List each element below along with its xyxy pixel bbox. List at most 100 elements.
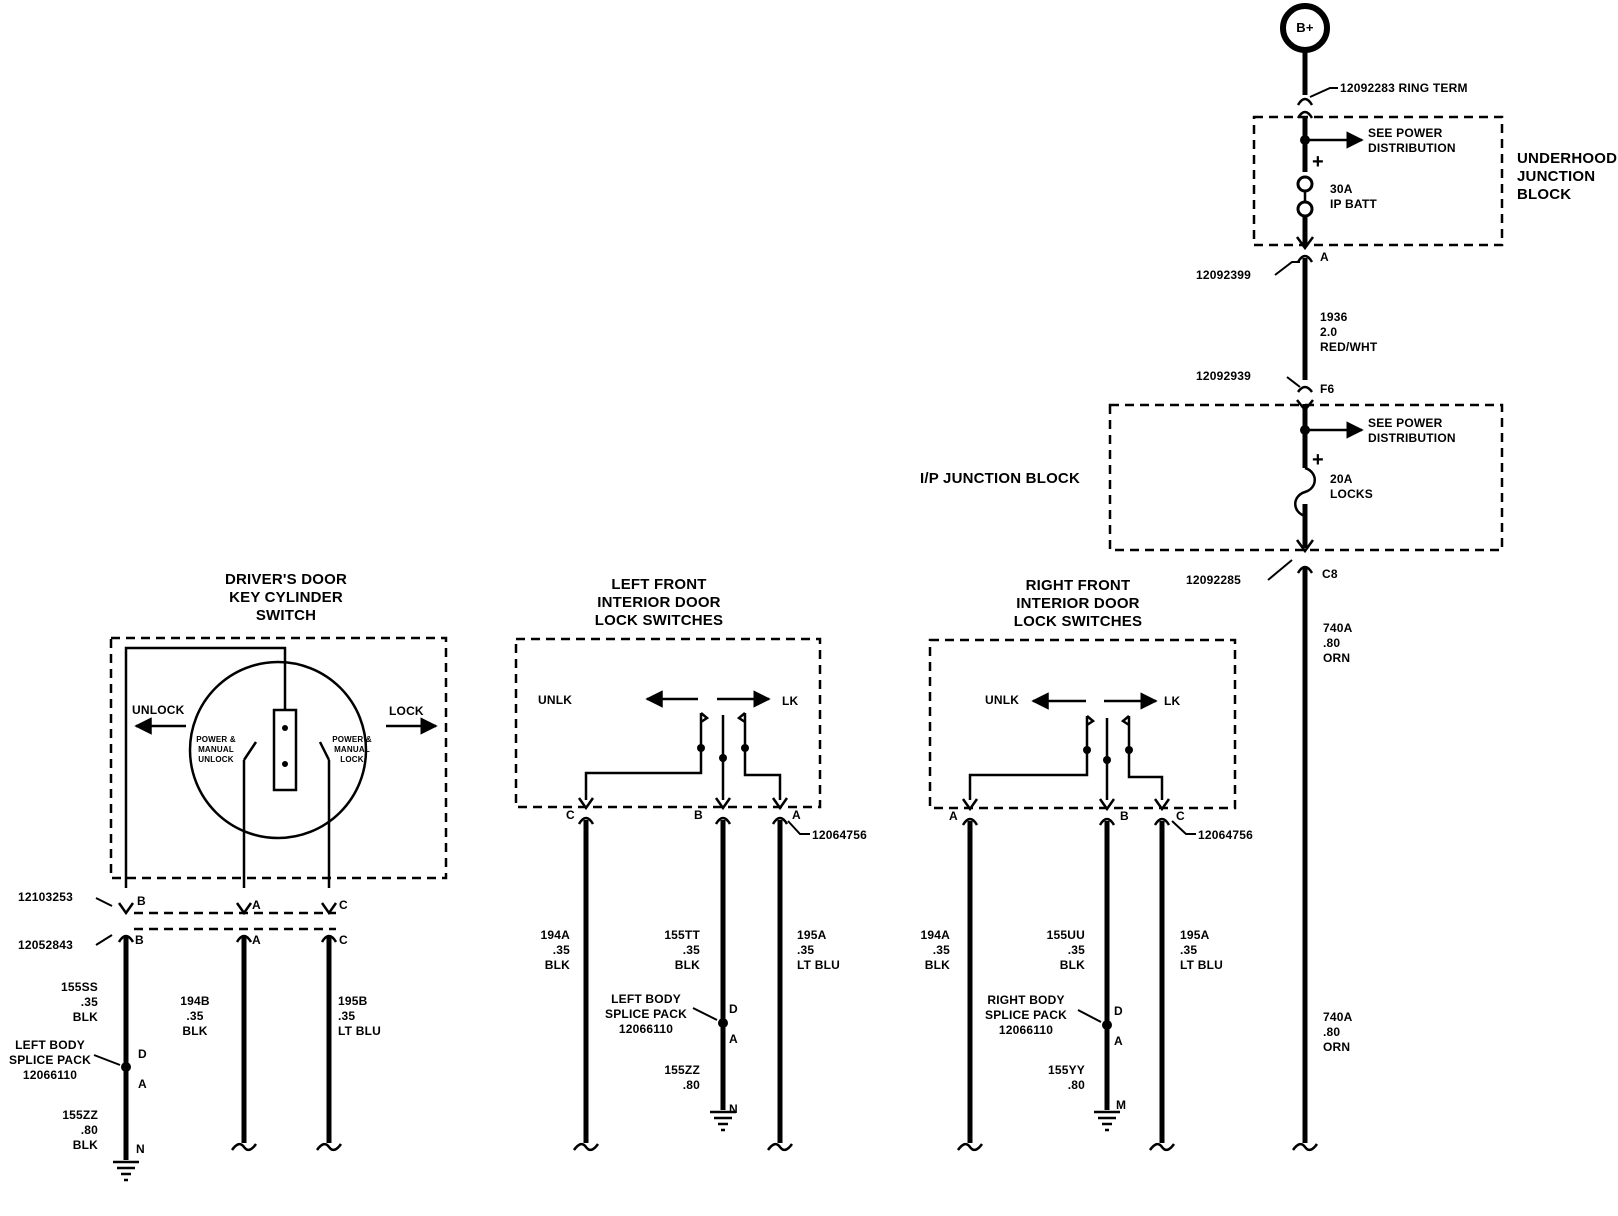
conn-f6-pin: F6 <box>1320 382 1335 396</box>
wire-lf-194a-label: 194A .35 BLK <box>540 928 570 972</box>
battery-label: B+ <box>1296 20 1314 35</box>
drivers-splice-pin-a: A <box>138 1077 147 1091</box>
wire-lf-194a-continuation <box>572 1142 600 1152</box>
wire-195b-continuation <box>315 1142 343 1152</box>
wire-195b-label: 195B .35 LT BLU <box>338 994 381 1038</box>
wire-rf-155yy-label: 155YY .80 <box>1047 1063 1085 1092</box>
underhood-junction-block-outline <box>1252 115 1504 247</box>
key-cylinder-body <box>272 708 298 792</box>
drivers-pin-b-lower: B <box>135 933 144 947</box>
drivers-splice-node <box>121 1062 131 1072</box>
wire-740a-lower-label: 740A .80 ORN <box>1323 1010 1353 1054</box>
conn-a-lower <box>1296 254 1314 263</box>
rf-pin-c: C <box>1176 809 1185 823</box>
lf-unlk-contact-node <box>697 744 705 752</box>
lf-conn-c-lower <box>577 816 595 825</box>
drivers-conn-upper-leader <box>95 897 113 907</box>
rf-splice-pin-a: A <box>1114 1034 1123 1048</box>
wire-rf-195a-continuation <box>1148 1142 1176 1152</box>
lf-pin-c: C <box>566 808 575 822</box>
ring-term-connector <box>1296 97 1314 119</box>
lf-ground-symbol <box>710 1110 736 1132</box>
lf-lk-label: LK <box>782 694 799 708</box>
rf-splice-label: RIGHT BODY SPLICE PACK 12066110 <box>985 993 1067 1037</box>
rf-unlk-contact-node <box>1083 746 1091 754</box>
drivers-conn-upper-part: 12103253 <box>18 890 73 904</box>
left-front-switch-outline <box>514 637 822 809</box>
rf-splice-pin-d: D <box>1114 1004 1123 1018</box>
key-cylinder-common <box>124 646 287 888</box>
drivers-conn-upper-b <box>117 902 135 916</box>
drivers-lock-contact-label: POWER & MANUAL LOCK <box>332 735 372 764</box>
conn-a-upper <box>1295 236 1315 251</box>
lf-splice-leader <box>692 1007 718 1021</box>
drivers-conn-lower-a <box>235 934 253 943</box>
rf-conn-leader <box>1171 820 1196 835</box>
drivers-pin-a-upper: A <box>252 898 261 912</box>
ip-plus-sign: + <box>1312 449 1324 471</box>
wire-lf-155tt-label: 155TT .35 BLK <box>664 928 700 972</box>
conn-c8-part: 12092285 <box>1186 573 1241 587</box>
conn-c8-leader <box>1267 559 1293 581</box>
drivers-ground-symbol <box>113 1160 139 1182</box>
rf-common-node <box>1103 756 1111 764</box>
wire-194b-label: 194B .35 BLK <box>180 994 210 1038</box>
conn-a-part: 12092399 <box>1196 268 1251 282</box>
wire-740a-upper-label: 740A .80 ORN <box>1323 621 1353 665</box>
rf-unlk-label: UNLK <box>985 693 1020 707</box>
drivers-pin-c-lower: C <box>339 933 348 947</box>
drivers-splice-leader <box>93 1054 121 1066</box>
wire-rf-155uu-label: 155UU .35 BLK <box>1046 928 1085 972</box>
drivers-lock-label: LOCK <box>389 704 424 718</box>
drivers-splice-pin-d: D <box>138 1047 147 1061</box>
rf-splice-leader <box>1077 1009 1102 1023</box>
rf-lk-contact-node <box>1125 746 1133 754</box>
ring-term-label: 12092283 RING TERM <box>1340 81 1468 95</box>
rf-pin-a: A <box>949 809 958 823</box>
drivers-unlock-contact <box>242 741 258 888</box>
lf-conn-b-upper <box>714 797 732 811</box>
lf-conn-b-lower <box>714 816 732 825</box>
drivers-pin-b-upper: B <box>137 894 146 908</box>
rf-switch-title: RIGHT FRONT INTERIOR DOOR LOCK SWITCHES <box>1013 577 1143 630</box>
drivers-conn-lower-c <box>320 934 338 943</box>
wire-lf-195a-label: 195A .35 LT BLU <box>797 928 840 972</box>
drivers-conn-upper-a <box>235 902 253 916</box>
drivers-unlock-contact-label: POWER & MANUAL UNLOCK <box>196 735 236 764</box>
ip-see-power-label: SEE POWER DISTRIBUTION <box>1368 416 1456 445</box>
wire-194b-continuation <box>230 1142 258 1152</box>
drivers-conn-upper-c <box>320 902 338 916</box>
conn-a-pin: A <box>1320 250 1329 264</box>
lf-common-node <box>719 754 727 762</box>
drivers-conn-lower-part: 12052843 <box>18 938 73 952</box>
conn-c8-pin: C8 <box>1322 567 1338 581</box>
conn-a-leader <box>1274 261 1300 276</box>
underhood-fuse-30a <box>1296 175 1314 218</box>
lf-conn-c-upper <box>577 797 595 811</box>
lf-conn-part: 12064756 <box>812 828 867 842</box>
ip-fuse-label: 20A LOCKS <box>1330 472 1373 501</box>
rf-conn-c-lower <box>1153 817 1171 826</box>
wire-rf-195a-label: 195A .35 LT BLU <box>1180 928 1223 972</box>
lf-conn-a-lower <box>771 816 789 825</box>
underhood-fuse-label: 30A IP BATT <box>1330 182 1377 211</box>
conn-f6-upper <box>1296 385 1314 393</box>
wire-740a-continuation <box>1291 1142 1319 1152</box>
drivers-unlock-label: UNLOCK <box>132 703 185 717</box>
rf-pin-b: B <box>1120 809 1129 823</box>
rf-conn-b-upper <box>1098 798 1116 812</box>
rf-splice-node <box>1102 1020 1112 1030</box>
wire-lf-155zz-label: 155ZZ .80 <box>664 1063 700 1092</box>
drivers-ground-pin: N <box>136 1142 145 1156</box>
rf-conn-a-upper <box>961 798 979 812</box>
ip-block-name: I/P JUNCTION BLOCK <box>920 470 1081 487</box>
underhood-block-name: UNDERHOOD JUNCTION BLOCK <box>1517 150 1618 203</box>
key-cylinder-contact-upper <box>282 725 288 731</box>
drivers-splice-label: LEFT BODY SPLICE PACK 12066110 <box>9 1038 91 1082</box>
rf-lk-contact <box>1120 715 1164 800</box>
drivers-conn-lower-leader <box>95 934 113 946</box>
drivers-lock-contact <box>318 741 331 888</box>
lf-unlk-contact <box>584 712 710 800</box>
wire-1936-label: 1936 2.0 RED/WHT <box>1320 310 1378 354</box>
